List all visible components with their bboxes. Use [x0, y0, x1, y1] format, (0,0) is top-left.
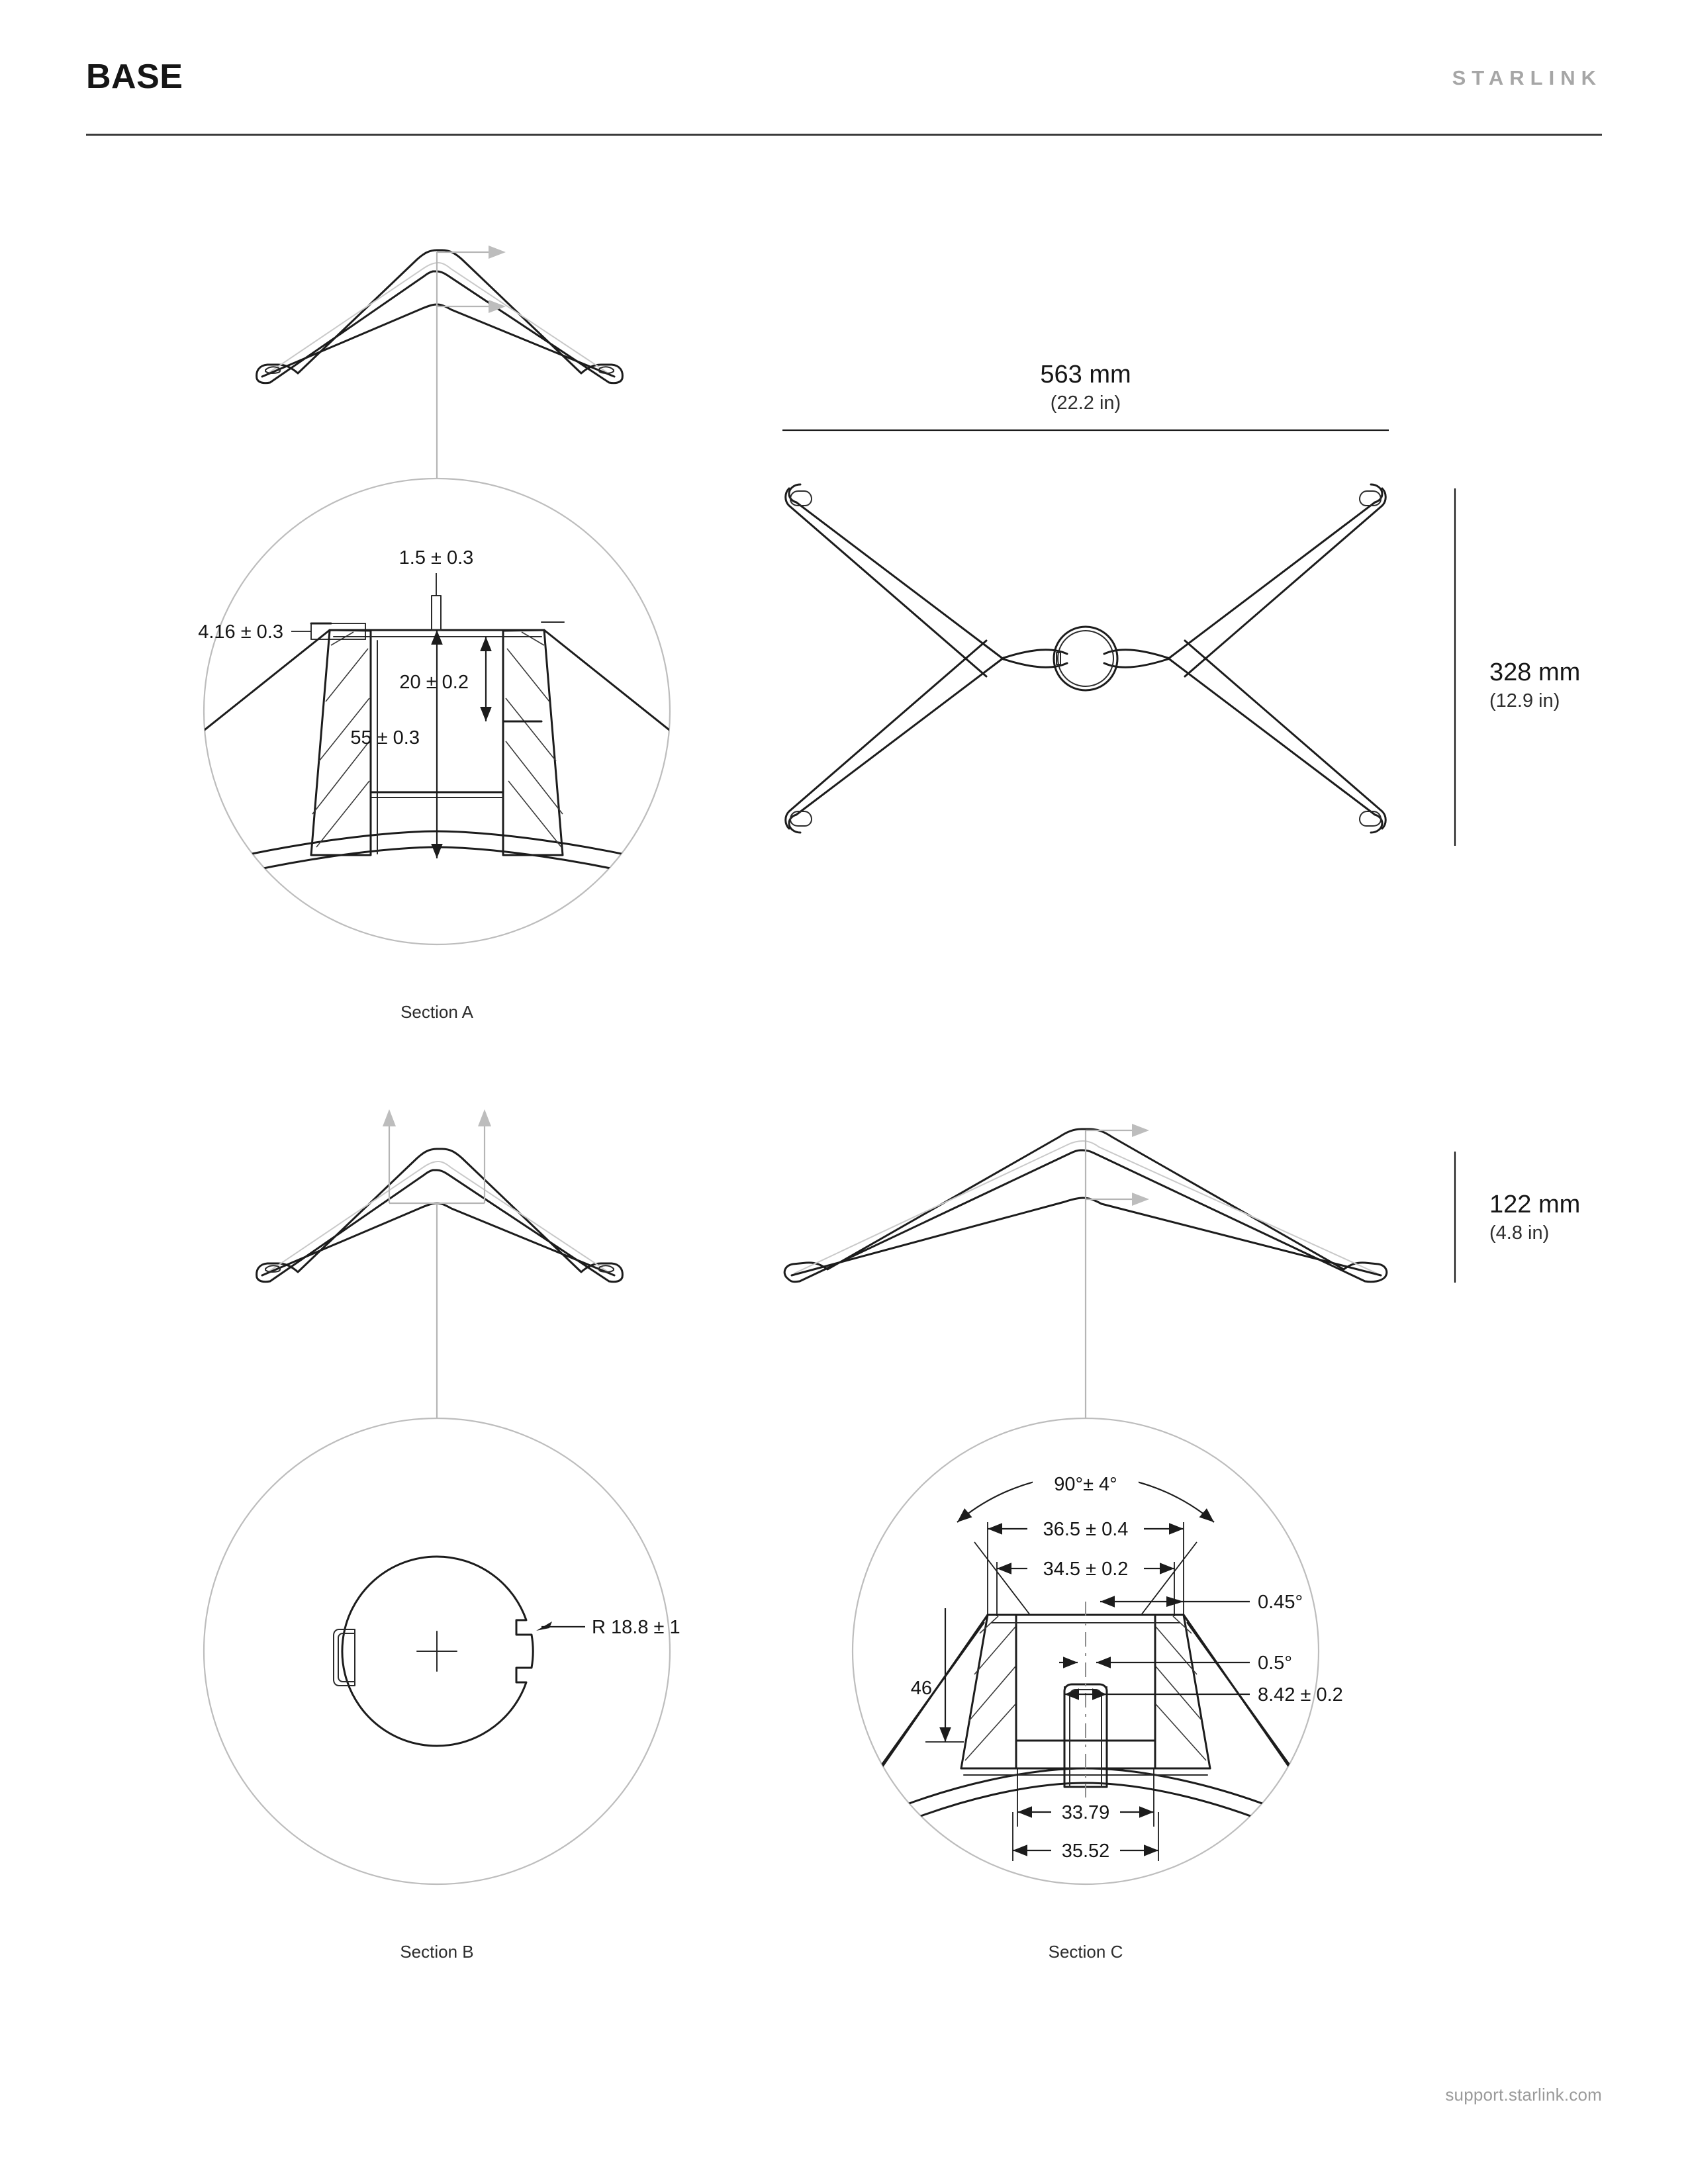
dim-bore-depth: 20 ± 0.2: [399, 637, 492, 721]
plan-view-x-base: 563 mm (22.2 in): [782, 361, 1580, 846]
section-arrow-right-up: [478, 1109, 491, 1203]
dim-value-angle: 90°± 4°: [1054, 1474, 1117, 1495]
brand-wordmark: STARLINK: [1452, 66, 1602, 89]
dim-value-rib-width: 8.42 ± 0.2: [1258, 1684, 1343, 1706]
section-c-detail: 90°± 4° 36.5 ± 0.4 34.5 ± 0.2 0.45°: [851, 1417, 1343, 1962]
section-a-detail: 1.5 ± 0.3 4.16 ± 0.3 20 ± 0.2 55 ± 0.3 S…: [198, 477, 671, 1022]
dim-value-1: 1.5 ± 0.3: [399, 547, 474, 569]
dim-value-inner-top: 34.5 ± 0.2: [1043, 1559, 1129, 1580]
dim-value-outer-top: 36.5 ± 0.4: [1043, 1519, 1129, 1540]
dim-value-draft-inner: 0.5°: [1258, 1653, 1292, 1674]
side-elevation-view: 122 mm (4.8 in): [783, 1124, 1580, 1418]
dim-outer-width-bottom: 35.52: [1012, 1812, 1159, 1862]
side-section-arrow-lower: [1086, 1193, 1149, 1206]
dim-corner-radius: R 18.8 ± 1: [536, 1617, 680, 1638]
dim-value-3: 20 ± 0.2: [399, 672, 469, 693]
page-title: BASE: [86, 58, 183, 96]
dim-overall-height: 122 mm (4.8 in): [1454, 1152, 1580, 1283]
dim-height-metric: 122 mm: [1489, 1191, 1580, 1218]
dim-boss-height: 55 ± 0.3: [350, 630, 443, 858]
dim-value-4: 55 ± 0.3: [350, 727, 420, 749]
footer-url: support.starlink.com: [1445, 2085, 1602, 2105]
dim-inner-width-bottom: 33.79: [1017, 1768, 1154, 1827]
dim-overall-depth: 328 mm (12.9 in): [1454, 488, 1580, 846]
dim-value-boss-depth: 46: [911, 1678, 932, 1699]
dim-boss-lip-thickness: 1.5 ± 0.3: [399, 547, 474, 596]
section-arrow-lower: [437, 300, 506, 313]
dim-flange-thickness: 4.16 ± 0.3: [198, 621, 366, 643]
section-a-label: Section A: [400, 1002, 474, 1022]
dim-width-metric: 563 mm: [1040, 361, 1131, 388]
dim-value-outer-bottom: 35.52: [1062, 1841, 1110, 1862]
dim-value-inner-bottom: 33.79: [1062, 1802, 1110, 1823]
dim-value-radius: R 18.8 ± 1: [592, 1617, 680, 1638]
dim-height-imperial: (4.8 in): [1489, 1222, 1549, 1244]
dim-outer-width-top: 36.5 ± 0.4: [987, 1514, 1184, 1616]
section-arrow-upper: [437, 246, 506, 259]
base-x-outline: [784, 483, 1387, 834]
dim-value-2: 4.16 ± 0.3: [198, 621, 283, 643]
dim-depth-metric: 328 mm: [1489, 659, 1580, 686]
front-elevation-view-section-b: [256, 1109, 624, 1418]
dim-draft-angle-inner: 0.5°: [1059, 1653, 1292, 1674]
dim-width-imperial: (22.2 in): [1051, 392, 1121, 414]
dim-depth-imperial: (12.9 in): [1489, 690, 1560, 711]
dim-rib-width: 8.42 ± 0.2: [1064, 1684, 1343, 1709]
section-c-label: Section C: [1049, 1942, 1123, 1962]
dim-included-angle: 90°± 4°: [957, 1468, 1215, 1615]
dim-inner-width-top: 34.5 ± 0.2: [996, 1554, 1175, 1616]
dim-overall-width: 563 mm (22.2 in): [782, 361, 1389, 432]
section-b-label: Section B: [400, 1942, 473, 1962]
page-header: BASE STARLINK: [86, 60, 1602, 139]
dim-boss-depth: 46: [911, 1608, 964, 1743]
dim-value-draft-outer: 0.45°: [1258, 1592, 1303, 1613]
dim-draft-angle-outer: 0.45°: [1100, 1592, 1303, 1613]
section-arrow-left-up: [383, 1109, 396, 1203]
front-elevation-view: [256, 246, 624, 478]
side-section-arrow-upper: [1086, 1124, 1149, 1137]
section-b-detail: R 18.8 ± 1 Section B: [203, 1417, 680, 1962]
header-divider: [86, 134, 1602, 136]
